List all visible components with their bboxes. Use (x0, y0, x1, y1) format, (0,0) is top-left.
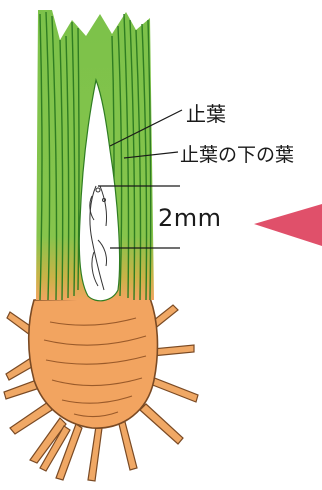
red-arrow (254, 204, 322, 246)
label-leaf-below-flag: 止葉の下の葉 (180, 140, 294, 167)
label-measurement: 2mm (158, 204, 222, 232)
label-flag-leaf: 止葉 (186, 98, 226, 127)
